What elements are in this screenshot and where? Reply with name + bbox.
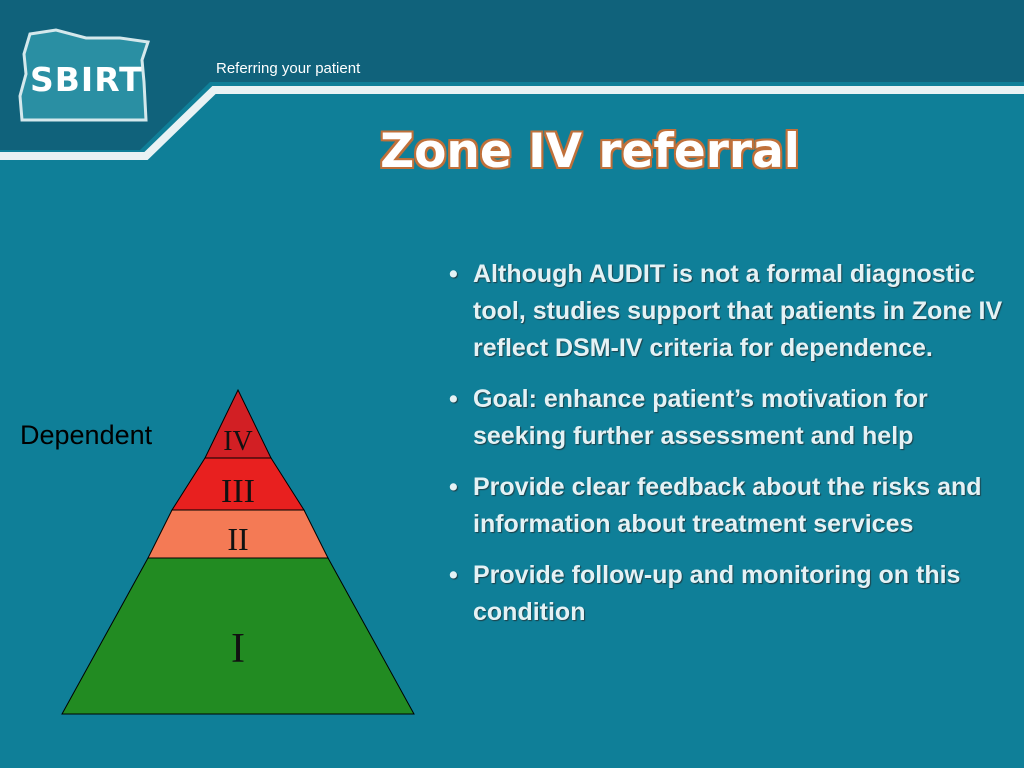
bullet-dot-icon: •: [449, 473, 458, 501]
zone-ii-label: II: [227, 521, 248, 557]
risk-zone-pyramid: IV III II I: [61, 388, 415, 715]
oregon-state-logo-icon: [18, 28, 150, 122]
zone-iii-label: III: [221, 473, 255, 510]
bullet-text: Provide follow-up and monitoring on this…: [473, 561, 961, 626]
slide-title: Zone IV referral: [380, 124, 800, 179]
zone-i-segment: [61, 557, 415, 715]
bullet-dot-icon: •: [449, 385, 458, 413]
bullet-list: • Although AUDIT is not a formal diagnos…: [445, 256, 1005, 645]
bullet-dot-icon: •: [449, 561, 458, 589]
bullet-text: Although AUDIT is not a formal diagnosti…: [473, 260, 1003, 362]
bullet-text: Provide clear feedback about the risks a…: [473, 473, 982, 538]
sbirt-logo-text: SBIRT: [30, 60, 143, 99]
bullet-text: Goal: enhance patient’s motivation for s…: [473, 385, 928, 450]
breadcrumb: Referring your patient: [216, 60, 361, 77]
bullet-item: • Provide follow-up and monitoring on th…: [445, 557, 1005, 631]
header-band: SBIRT Referring your patient: [0, 0, 1024, 170]
zone-i-label: I: [231, 626, 245, 672]
bullet-item: • Although AUDIT is not a formal diagnos…: [445, 256, 1005, 367]
bullet-dot-icon: •: [449, 260, 458, 288]
dependent-label: Dependent: [20, 420, 153, 450]
header-background: [0, 0, 1024, 160]
bullet-item: • Provide clear feedback about the risks…: [445, 469, 1005, 543]
bullet-item: • Goal: enhance patient’s motivation for…: [445, 381, 1005, 455]
zone-iv-label: IV: [223, 426, 253, 457]
